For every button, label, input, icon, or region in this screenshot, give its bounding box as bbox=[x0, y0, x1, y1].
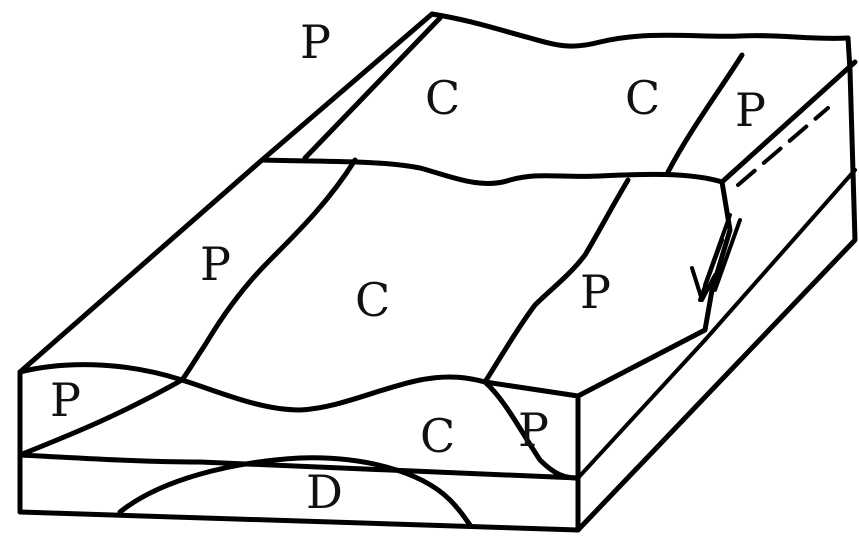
label-top-front-p-left: P bbox=[200, 237, 231, 291]
fault-trace-top bbox=[262, 160, 722, 183]
label-front-face-d: D bbox=[306, 465, 343, 519]
label-front-face-c: C bbox=[420, 409, 455, 463]
block-rear-edge bbox=[432, 14, 848, 46]
label-top-front-p-right: P bbox=[580, 265, 611, 319]
rear-contact-c-p bbox=[668, 55, 742, 172]
block-right-side-bottom bbox=[578, 70, 855, 530]
label-top-front-c-center: C bbox=[355, 273, 390, 327]
label-top-rear-c-left: C bbox=[425, 71, 460, 125]
label-front-face-p-left: P bbox=[50, 373, 81, 427]
label-top-rear-p-right: P bbox=[735, 83, 766, 137]
label-top-rear-left-p: P bbox=[300, 15, 331, 69]
front-face-left-contact bbox=[20, 380, 182, 455]
label-front-face-p-right: P bbox=[518, 403, 549, 457]
block-front-face-outline bbox=[20, 372, 578, 530]
label-top-rear-c-right: C bbox=[625, 71, 660, 125]
